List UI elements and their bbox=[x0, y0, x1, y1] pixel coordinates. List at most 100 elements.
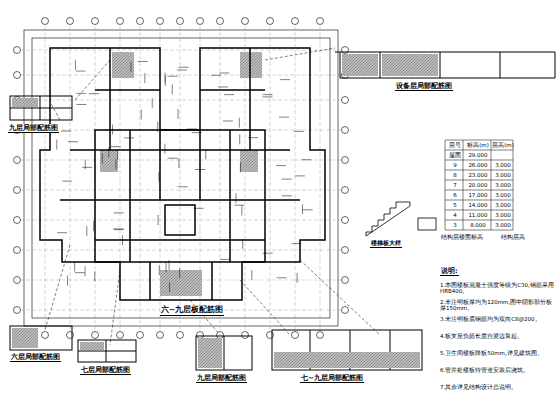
axis-line bbox=[320, 26, 321, 330]
rebar-mark bbox=[94, 271, 95, 281]
table-cell: 29.000 bbox=[463, 152, 493, 158]
rebar-mark bbox=[164, 144, 165, 154]
note-text: 7.其余详见结构设计总说明。 bbox=[439, 384, 557, 390]
axis-line bbox=[295, 26, 296, 330]
axis-line bbox=[20, 50, 342, 51]
drawing-title: 六层局部配筋图 bbox=[10, 353, 61, 362]
table-rule bbox=[445, 150, 513, 151]
rebar-mark bbox=[172, 84, 173, 94]
drawing-title: 九层局部配筋图 bbox=[8, 124, 59, 133]
axis-bubble bbox=[342, 307, 349, 314]
table-cell: 屋面 bbox=[445, 152, 465, 158]
table-cell: 3.000 bbox=[491, 202, 515, 208]
axis-line bbox=[20, 220, 342, 221]
rebar-mark bbox=[301, 159, 311, 160]
table-cell: 3.000 bbox=[491, 212, 515, 218]
table-rule bbox=[445, 180, 513, 181]
axis-bubble bbox=[117, 332, 124, 339]
axis-line bbox=[20, 100, 342, 101]
rebar-mark bbox=[297, 273, 298, 283]
rebar-mark bbox=[108, 147, 109, 157]
rebar-mark bbox=[82, 167, 92, 168]
rebar-mark bbox=[234, 205, 244, 206]
axis-bubble bbox=[42, 332, 49, 339]
table-rule bbox=[445, 140, 446, 230]
table-cell: 标高(m) bbox=[463, 142, 493, 148]
axis-line bbox=[220, 26, 221, 330]
rebar-mark bbox=[263, 94, 273, 95]
axis-bubble bbox=[14, 307, 21, 314]
axis-bubble bbox=[14, 277, 21, 284]
table-rule bbox=[463, 140, 464, 230]
rebar-mark bbox=[166, 262, 167, 272]
label-text: 结构层楼面标高 bbox=[440, 234, 484, 240]
table-cell: 6 bbox=[445, 192, 465, 198]
rebar-mark bbox=[187, 128, 197, 129]
rebar-mark bbox=[158, 215, 159, 225]
axis-bubble bbox=[292, 332, 299, 339]
rebar-mark bbox=[195, 169, 205, 170]
axis-bubble bbox=[92, 332, 99, 339]
rebar-mark bbox=[178, 158, 179, 168]
rebar-mark bbox=[218, 86, 228, 87]
table-cell: 8.000 bbox=[463, 222, 493, 228]
rebar-mark bbox=[263, 96, 273, 97]
axis-bubble bbox=[342, 97, 349, 104]
axis-bubble bbox=[14, 157, 21, 164]
axis-line bbox=[45, 26, 46, 330]
rebar-mark bbox=[294, 131, 304, 132]
axis-bubble bbox=[292, 18, 299, 25]
rebar-mark bbox=[168, 76, 178, 77]
rebar-mark bbox=[251, 270, 252, 280]
rebar-mark bbox=[62, 181, 72, 182]
rebar-mark bbox=[169, 260, 170, 270]
rebar-mark bbox=[282, 195, 292, 196]
axis-line bbox=[20, 190, 342, 191]
table-rule bbox=[445, 220, 513, 221]
drawing-title: 设备层局部配筋图 bbox=[395, 82, 453, 91]
rebar-mark bbox=[115, 159, 116, 169]
axis-bubble bbox=[14, 72, 21, 79]
axis-bubble bbox=[342, 217, 349, 224]
rebar-mark bbox=[61, 131, 71, 132]
table-rule bbox=[445, 210, 513, 211]
note-text: 3.未注明板底钢筋均为双向C8@200。 bbox=[439, 316, 557, 322]
table-cell: 层号 bbox=[445, 142, 465, 148]
rebar-mark bbox=[57, 232, 67, 233]
rebar-mark bbox=[85, 159, 86, 169]
rebar-mark bbox=[194, 208, 204, 209]
table-rule bbox=[445, 230, 513, 231]
axis-bubble bbox=[197, 18, 204, 25]
axis-bubble bbox=[197, 332, 204, 339]
rebar-mark bbox=[89, 93, 99, 94]
table-rule bbox=[445, 200, 513, 201]
axis-bubble bbox=[267, 18, 274, 25]
drawing-title: 七~九层局部配筋图 bbox=[300, 374, 364, 383]
axis-bubble bbox=[342, 187, 349, 194]
table-cell: 11.000 bbox=[463, 212, 493, 218]
rebar-mark bbox=[276, 165, 286, 166]
axis-bubble bbox=[14, 217, 21, 224]
table-cell: 4 bbox=[445, 212, 465, 218]
axis-bubble bbox=[14, 247, 21, 254]
rebar-mark bbox=[178, 186, 188, 187]
rebar-mark bbox=[179, 67, 189, 68]
table-rule bbox=[513, 140, 514, 230]
rebar-mark bbox=[220, 259, 230, 260]
rebar-mark bbox=[86, 226, 87, 236]
rebar-mark bbox=[241, 205, 242, 215]
rebar-mark bbox=[224, 94, 234, 95]
axis-bubble bbox=[342, 127, 349, 134]
axis-bubble bbox=[92, 18, 99, 25]
rebar-mark bbox=[75, 60, 76, 70]
rebar-mark bbox=[302, 204, 303, 214]
rebar-mark bbox=[158, 172, 159, 182]
rebar-mark bbox=[192, 132, 202, 133]
note-text: 6.管井处楼板待管道安装后浇筑。 bbox=[439, 367, 557, 373]
rebar-mark bbox=[93, 221, 94, 231]
axis-bubble bbox=[317, 332, 324, 339]
table-cell: 9 bbox=[445, 162, 465, 168]
axis-line bbox=[70, 26, 71, 330]
rebar-mark bbox=[169, 282, 170, 292]
